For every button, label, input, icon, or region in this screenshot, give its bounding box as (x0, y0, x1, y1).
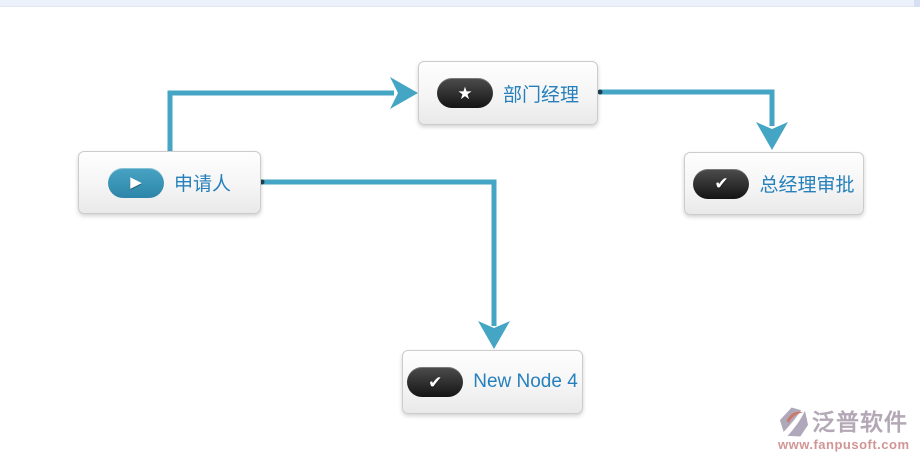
workflow-node-applicant[interactable]: ▶ 申请人 (78, 151, 261, 214)
node-label: New Node 4 (473, 371, 578, 392)
star-icon: ★ (436, 78, 493, 108)
connector-endpoint-dot (597, 89, 603, 95)
check-icon: ✔ (407, 367, 464, 397)
top-scrollbar-track[interactable] (0, 0, 920, 7)
connector-applicant-to-new4 (259, 179, 510, 349)
workflow-node-dept-manager[interactable]: ★ 部门经理 (418, 61, 598, 125)
node-label: 总经理审批 (759, 175, 855, 196)
node-label: 申请人 (173, 174, 231, 195)
connector-dept-to-gm (597, 89, 788, 150)
check-icon-glyph: ✔ (428, 372, 443, 392)
node-label: 部门经理 (502, 84, 579, 106)
star-icon-glyph: ★ (457, 83, 473, 103)
play-icon: ▶ (107, 167, 164, 198)
workflow-node-new-node-4[interactable]: ✔ New Node 4 (402, 350, 583, 414)
check-icon-glyph: ✔ (714, 174, 729, 193)
workflow-node-gm-approval[interactable]: ✔ 总经理审批 (684, 152, 864, 215)
connector-applicant-to-dept (167, 77, 418, 151)
check-icon: ✔ (693, 168, 750, 199)
top-scrollbar-thumb[interactable] (914, 0, 920, 7)
play-icon-glyph: ▶ (130, 174, 142, 191)
